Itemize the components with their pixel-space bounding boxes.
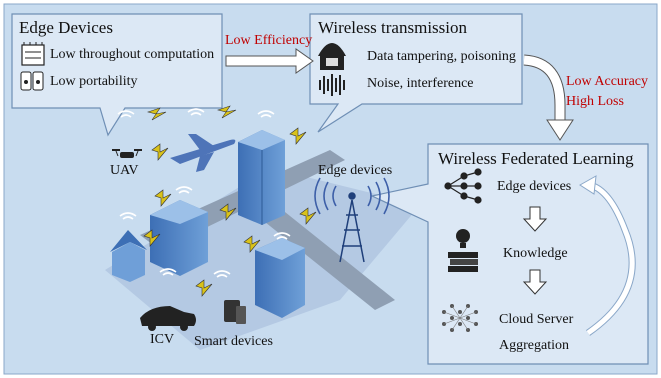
feedback-arrow-inner bbox=[586, 182, 635, 336]
chip-icon bbox=[21, 42, 45, 66]
mall-building bbox=[255, 238, 305, 318]
portability-icon bbox=[20, 71, 44, 91]
low-efficiency-label: Low Efficiency bbox=[225, 33, 313, 48]
edge-devices-title: Edge Devices bbox=[19, 18, 113, 37]
lightning-icons bbox=[143, 105, 317, 297]
knowledge-icon bbox=[448, 229, 478, 272]
cloud-aggregation-icon bbox=[442, 304, 478, 332]
edge-devices-label: Edge devices bbox=[318, 163, 393, 178]
wfl-title: Wireless Federated Learning bbox=[438, 149, 634, 168]
wfl-panel bbox=[370, 143, 649, 365]
low-accuracy-label: Low Accuracy bbox=[566, 74, 649, 89]
office-tower bbox=[238, 130, 285, 225]
wireless-item-tampering: Data tampering, poisoning bbox=[367, 49, 516, 64]
car-icon bbox=[140, 306, 196, 331]
wireless-panel bbox=[309, 13, 523, 133]
wireless-title: Wireless transmission bbox=[318, 18, 467, 37]
edge-devices-panel bbox=[11, 13, 223, 137]
feedback-arrow-head bbox=[579, 175, 597, 195]
wfl-step-cloud-server: Cloud Server bbox=[499, 312, 574, 327]
icv-label: ICV bbox=[150, 332, 175, 347]
wifi-icons bbox=[117, 108, 291, 278]
noise-icon bbox=[319, 74, 345, 96]
accuracy-arrow-body bbox=[523, 55, 565, 122]
wfl-step-knowledge: Knowledge bbox=[503, 246, 568, 261]
high-loss-label: High Loss bbox=[566, 94, 624, 109]
base-station-icon bbox=[339, 192, 365, 263]
wireless-item-noise: Noise, interference bbox=[367, 76, 474, 91]
signal-waves-icon bbox=[314, 177, 390, 215]
house bbox=[110, 230, 147, 282]
accuracy-arrow-head bbox=[546, 119, 574, 141]
wfl-step-edge-devices: Edge devices bbox=[497, 179, 572, 194]
road-cross bbox=[250, 200, 395, 310]
wfl-step-aggregation: Aggregation bbox=[499, 338, 569, 353]
residential-block bbox=[150, 200, 208, 276]
down-arrow-1 bbox=[522, 206, 548, 232]
efficiency-arrow bbox=[225, 48, 314, 74]
airplane-icon bbox=[170, 134, 236, 172]
edge-item-portability: Low portability bbox=[50, 74, 138, 89]
down-arrow-2 bbox=[522, 269, 548, 295]
uav-label: UAV bbox=[110, 163, 139, 178]
uav-icon bbox=[112, 149, 142, 158]
neural-net-icon bbox=[444, 168, 482, 204]
edge-item-computation: Low throughout computation bbox=[50, 47, 215, 62]
smart-devices-label: Smart devices bbox=[194, 334, 273, 349]
smart-devices-icon bbox=[224, 300, 246, 324]
hacker-icon bbox=[318, 43, 346, 70]
